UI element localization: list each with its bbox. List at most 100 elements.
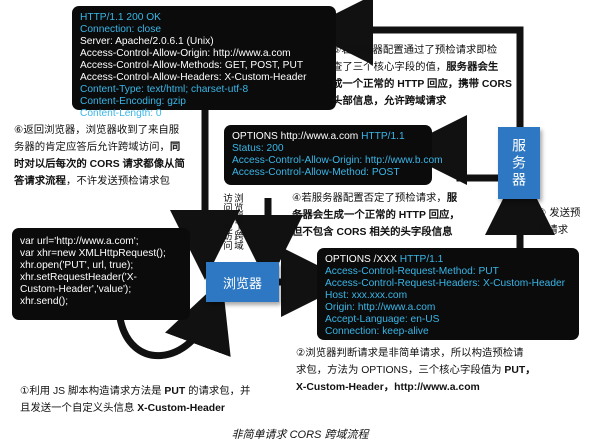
box-line: Status: 200 xyxy=(232,143,424,155)
note-segment: ⑤若服务器配置通过了预检请求即检 xyxy=(332,45,498,56)
code-line: var xhr=new XMLHttpRequest(); xyxy=(20,248,166,259)
note-segment: 检请求 xyxy=(537,225,569,236)
note-line: 但不包含 CORS 相关的头字段信息 xyxy=(292,224,502,241)
box-line-segment: HTTP/1.1 200 OK xyxy=(80,12,161,23)
box-line: Access-Control-Allow-Headers: X-Custom-H… xyxy=(80,72,328,84)
box-line: Access-Control-Request-Headers: X-Custom… xyxy=(325,278,571,290)
box-line-segment: Host: xxx.xxx.com xyxy=(325,290,408,301)
box-line: Access-Control-Allow-Methods: GET, POST,… xyxy=(80,60,328,72)
box-line: OPTIONS http://www.a.com HTTP/1.1 xyxy=(232,131,424,143)
note-segment: ⑥返回浏览器，浏览器收到了来自服 xyxy=(14,125,180,136)
note-line: ①利用 JS 脚本构造请求方法是 PUT 的请求包，并 xyxy=(20,383,300,400)
note-segment: 的请求包，并 xyxy=(185,386,251,397)
arrow-code-to-browser xyxy=(116,279,231,359)
code-line: xhr.setRequestHeader('X- xyxy=(20,272,137,283)
reject-access-vertical-text: 浏览器了跨域访问拒绝访问 xyxy=(221,193,243,250)
note-line: X-Custom-Header，http://www.a.com xyxy=(296,379,576,396)
note-line: 查了三个核心字段的值，服务器会生 xyxy=(332,59,502,76)
note-segment: PUT xyxy=(164,386,186,397)
note-line: 检请求 xyxy=(537,222,597,239)
box-line-segment: Connection: keep-alive xyxy=(325,326,429,337)
note-segment: ①利用 JS 脚本构造请求方法是 xyxy=(20,386,165,397)
note-line: 务器会生成一个正常的 HTTP 回应， xyxy=(292,207,502,224)
step-3-note: ③ 发送预检请求 xyxy=(537,205,597,239)
box-line: Access-Control-Request-Method: PUT xyxy=(325,266,571,278)
note-segment: 答请求流程 xyxy=(14,176,66,187)
box-line: Access-Control-Allow-Origin: http://www.… xyxy=(232,155,443,167)
step-5-note: ⑤若服务器配置通过了预检请求即检查了三个核心字段的值，服务器会生成一个正常的 H… xyxy=(332,42,512,110)
note-segment: 但不包含 CORS 相关的头字段信息 xyxy=(292,227,453,238)
box-line: Access-Control-Allow-Method: POST xyxy=(232,167,424,179)
box-line-segment: HTTP/1.1 xyxy=(399,254,444,265)
note-segment: 务器的肯定应答后允许跨域访问， xyxy=(14,142,170,153)
note-line: 且发送一个自定义头信息 X-Custom-Header xyxy=(20,400,300,417)
box-line: Connection: close xyxy=(80,24,328,36)
step-1-note: ①利用 JS 脚本构造请求方法是 PUT 的请求包，并且发送一个自定义头信息 X… xyxy=(20,383,300,417)
box-line-segment: Access-Control-Allow-Headers: X-Custom-H… xyxy=(80,72,307,83)
box-line: Server: Apache/2.0.6.1 (Unix) xyxy=(80,36,328,48)
browser-node: 浏览器 xyxy=(206,262,279,302)
note-segment: 成一个正常的 HTTP 回应，携带 CORS xyxy=(332,79,512,90)
box-line: Accept-Language: en-US xyxy=(325,314,571,326)
box-line-segment: Status: 200 xyxy=(232,143,284,154)
box-line: Content-Length: 0 xyxy=(80,108,328,120)
note-line: ④若服务器配置否定了预检请求，服 xyxy=(292,190,502,207)
note-line: ⑥返回浏览器，浏览器收到了来自服 xyxy=(14,122,200,139)
note-line: ⑤若服务器配置通过了预检请求即检 xyxy=(332,42,502,59)
code-line: var url='http://www.a.com'; xyxy=(20,236,139,247)
code-line: Custom-Header','value'); xyxy=(20,284,132,295)
note-segment: 务器会生成一个正常的 HTTP 回应， xyxy=(292,210,460,221)
box-line-segment: Access-Control-Allow-Methods: GET, POST,… xyxy=(80,60,304,71)
note-line: 答请求流程，不许发送预检请求包 xyxy=(14,173,200,190)
box-line: Host: xxx.xxx.com xyxy=(325,290,571,302)
box-line-segment: Access-Control-Request-Headers: X-Custom… xyxy=(325,278,566,289)
browser-label: 浏览器 xyxy=(222,275,262,291)
box-line: Connection: keep-alive xyxy=(325,326,571,338)
code-line: xhr.send(); xyxy=(20,296,69,307)
note-line: ②浏览器判断请求是非简单请求，所以构造预检请 xyxy=(296,345,576,362)
code-line: xhr.open('PUT', url, true); xyxy=(20,260,134,271)
note-segment: 同 xyxy=(169,142,181,153)
box-line-segment: Access-Control-Allow-Method: POST xyxy=(232,167,400,178)
note-segment: ③ 发送预 xyxy=(537,208,581,219)
server-label: 服务器 xyxy=(511,137,527,189)
box-line: Access-Control-Allow-Origin: http://www.… xyxy=(80,48,328,60)
note-line: 求包，方法为 OPTIONS，三个核心字段值为 PUT， xyxy=(296,362,576,379)
note-segment: 服务器会生 xyxy=(446,62,499,73)
figure-caption: 非简单请求 CORS 跨域流程 xyxy=(231,429,369,441)
box-line-segment: Content-Length: 0 xyxy=(80,108,162,119)
note-segment: ②浏览器判断请求是非简单请求，所以构造预检请 xyxy=(296,348,524,359)
note-segment: PUT， xyxy=(504,365,536,376)
box-line-segment: Access-Control-Request-Method: PUT xyxy=(325,266,499,277)
box-line-segment: Accept-Language: en-US xyxy=(325,314,440,325)
box-line: OPTIONS /XXX HTTP/1.1 xyxy=(325,254,571,266)
note-segment: 查了三个核心字段的值， xyxy=(332,62,447,73)
box-line-segment: OPTIONS /XXX xyxy=(325,254,400,265)
box-line: Content-Type: text/html; charset-utf-8 xyxy=(80,84,328,96)
note-segment: X-Custom-Header xyxy=(137,403,225,414)
note-line: 时对以后每次的 CORS 请求都像从简 xyxy=(14,156,200,173)
server-node: 服务器 xyxy=(498,127,540,199)
js-code-box: var url='http://www.a.com';var xhr=new X… xyxy=(12,228,190,320)
note-segment: 服 xyxy=(446,193,458,204)
note-segment: 头部信息，允许跨域请求 xyxy=(332,96,447,107)
note-segment: 时对以后每次的 CORS 请求都像从简 xyxy=(14,159,185,170)
box-line: HTTP/1.1 200 OK xyxy=(80,12,328,24)
box-line-segment: Content-Encoding: gzip xyxy=(80,96,186,107)
arrow-server-to-options-response xyxy=(397,115,500,185)
box-line-segment: Server: Apache/2.0.6.1 (Unix) xyxy=(80,36,214,47)
note-line: 成一个正常的 HTTP 回应，携带 CORS xyxy=(332,76,512,93)
box-line-segment: Content-Type: text/html; charset-utf-8 xyxy=(80,84,249,95)
note-segment: ④若服务器配置否定了预检请求， xyxy=(292,193,447,204)
box-line-segment: Origin: http://www.a.com xyxy=(325,302,436,313)
note-line: 务器的肯定应答后允许跨域访问，同 xyxy=(14,139,200,156)
note-line: 头部信息，允许跨域请求 xyxy=(332,93,502,110)
arrow-server-to-response xyxy=(303,0,524,130)
note-segment: 求包，方法为 OPTIONS，三个核心字段值为 xyxy=(296,365,505,376)
